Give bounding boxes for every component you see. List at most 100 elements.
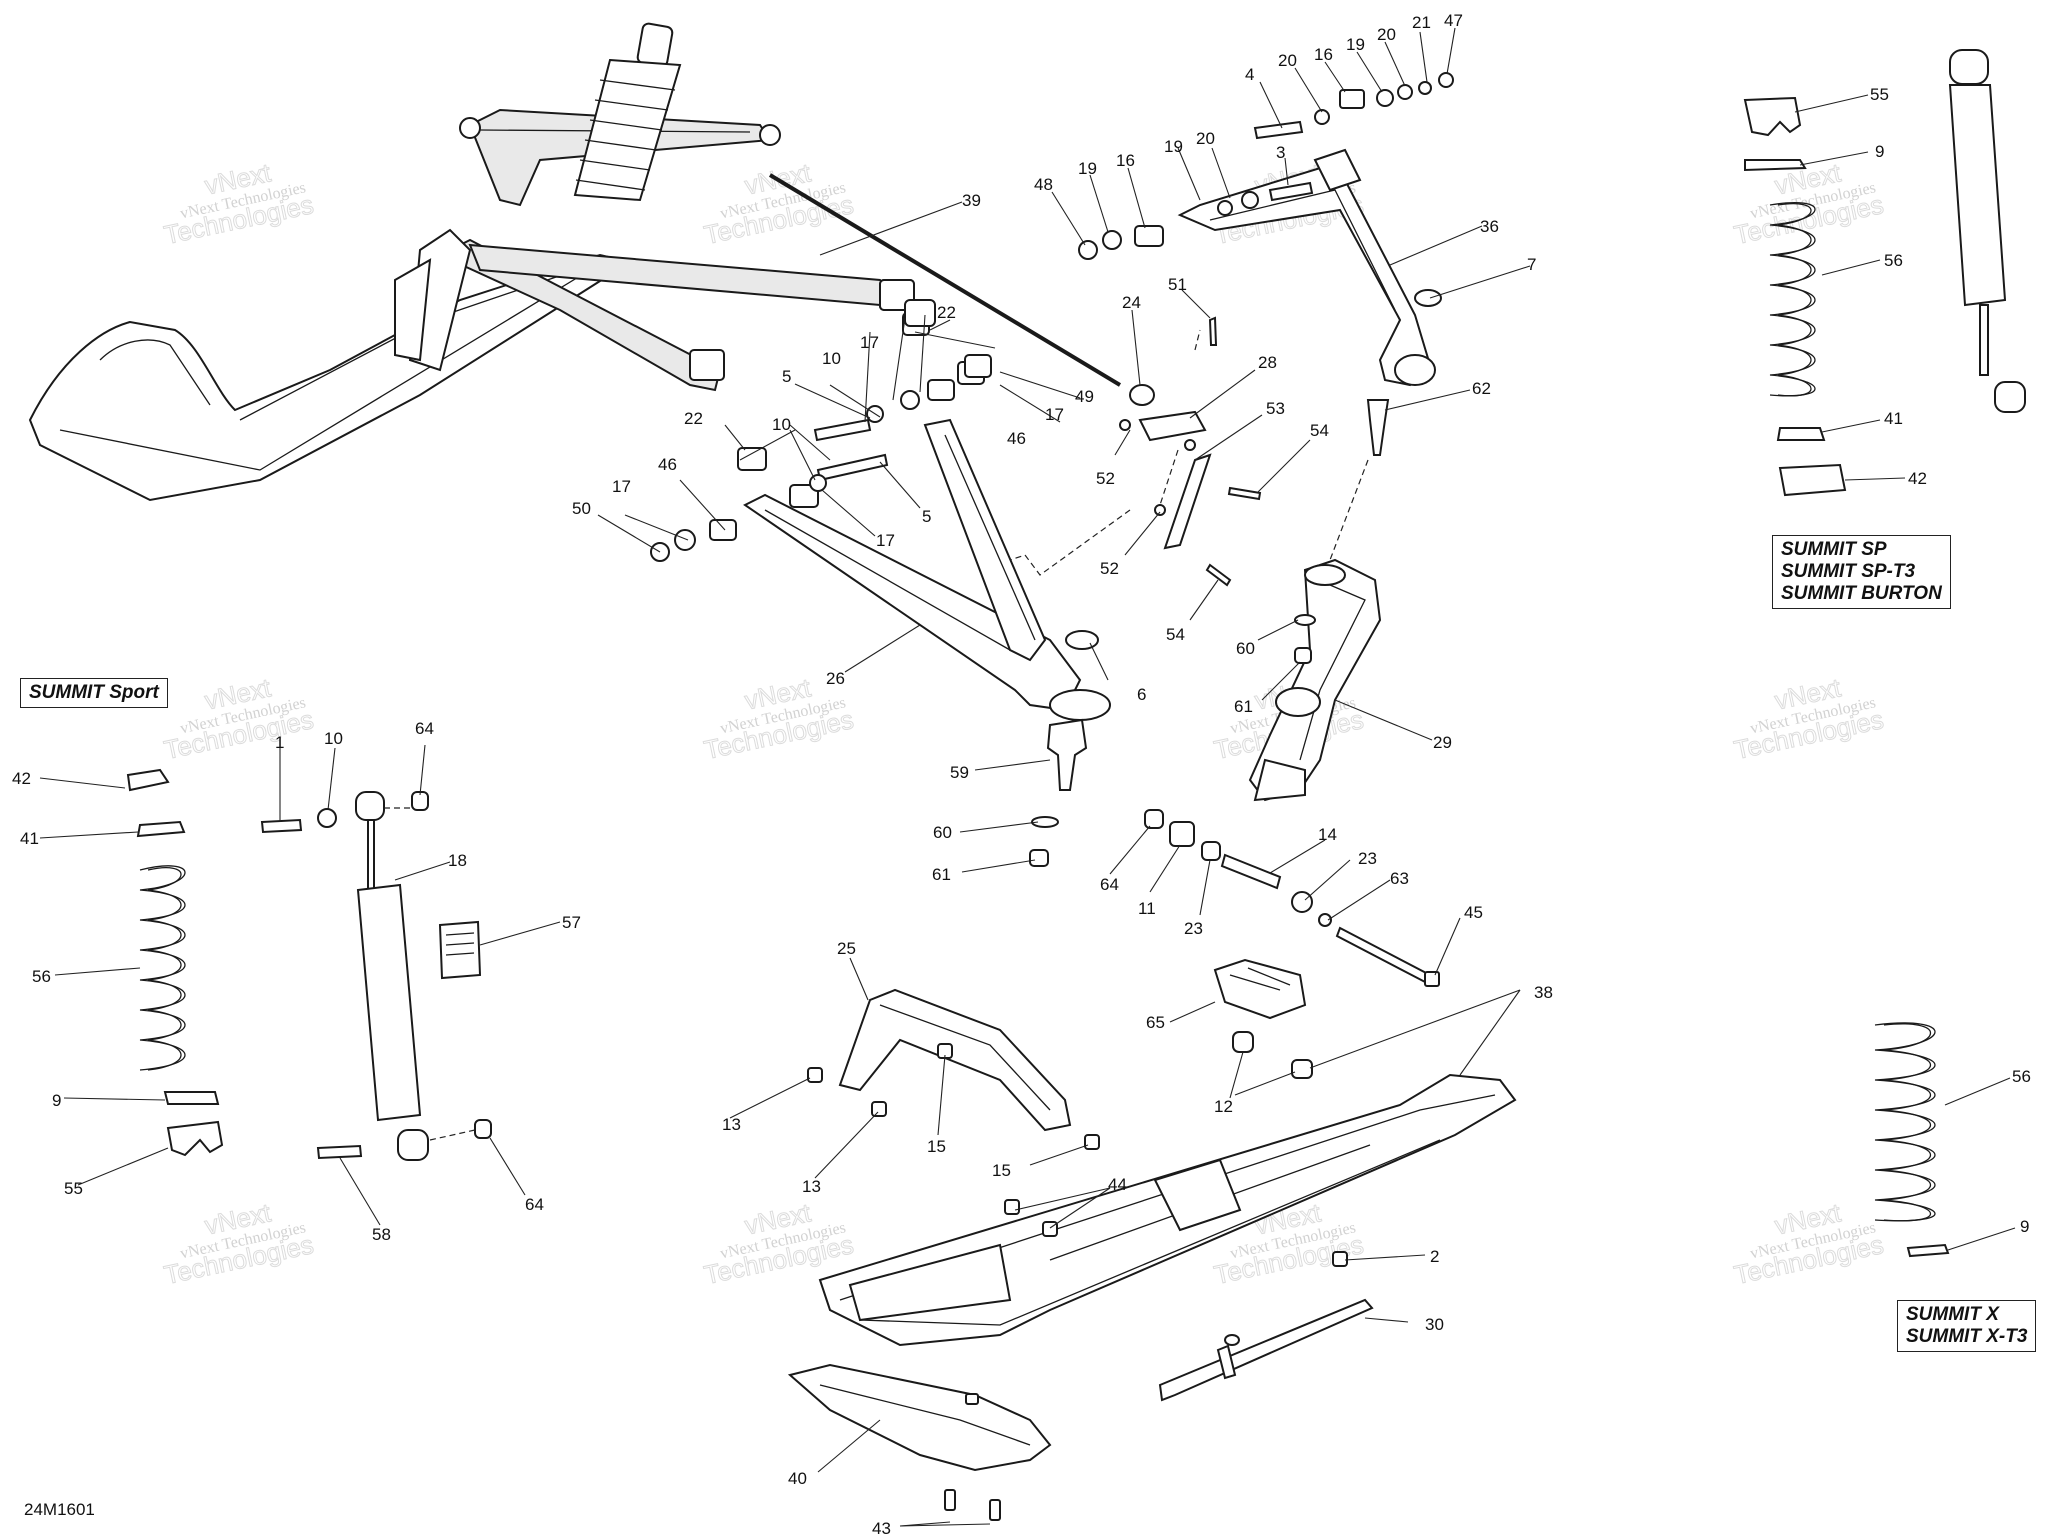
callout-59: 59	[950, 763, 969, 782]
watermark: vNext vNext Technologies Technologies	[701, 1197, 857, 1291]
lower-a-arm	[650, 299, 1111, 867]
callout-54: 54	[1310, 421, 1329, 440]
callout-10: 10	[772, 415, 791, 434]
callout-61: 61	[1234, 697, 1253, 716]
callout-36: 36	[1480, 217, 1499, 236]
callout-labels: 4 20 16 19 20 21 47 3 20 19 16 19 48 36 …	[12, 11, 2031, 1536]
callout-54: 54	[1166, 625, 1185, 644]
callout-5: 5	[922, 507, 931, 526]
callout-65: 65	[1146, 1013, 1165, 1032]
model-name: SUMMIT SP	[1781, 539, 1887, 560]
callout-26: 26	[826, 669, 845, 688]
callout-13: 13	[802, 1177, 821, 1196]
diagram-code: 24M1601	[24, 1500, 95, 1519]
model-name: SUMMIT X	[1906, 1304, 1999, 1325]
callout-12: 12	[1214, 1097, 1233, 1116]
callout-24: 24	[1122, 293, 1141, 312]
callout-60: 60	[933, 823, 952, 842]
callout-44: 44	[1108, 1175, 1127, 1194]
callout-9: 9	[1875, 142, 1884, 161]
callout-23: 23	[1358, 849, 1377, 868]
callout-15: 15	[927, 1137, 946, 1156]
callout-46: 46	[1007, 429, 1026, 448]
callout-47: 47	[1444, 11, 1463, 30]
callout-9: 9	[2020, 1217, 2029, 1236]
callout-3: 3	[1276, 143, 1285, 162]
model-name: SUMMIT SP-T3	[1781, 561, 1916, 582]
callout-18: 18	[448, 851, 467, 870]
callout-22: 22	[684, 409, 703, 428]
callout-16: 16	[1314, 45, 1333, 64]
callout-13: 13	[722, 1115, 741, 1134]
callout-4: 4	[1245, 65, 1254, 84]
assembled-front-suspension	[28, 22, 915, 502]
callout-48: 48	[1034, 175, 1053, 194]
watermark: vNext vNext Technologies Technologies	[1731, 672, 1887, 766]
callout-64: 64	[415, 719, 434, 738]
callout-63: 63	[1390, 869, 1409, 888]
callout-20: 20	[1196, 129, 1215, 148]
callout-57: 57	[562, 913, 581, 932]
callout-23: 23	[1184, 919, 1203, 938]
sp-shock-group	[1743, 49, 2026, 497]
spindle	[1248, 558, 1382, 802]
callout-45: 45	[1464, 903, 1483, 922]
callout-41: 41	[20, 829, 39, 848]
callout-30: 30	[1425, 1315, 1444, 1334]
model-name: SUMMIT X-T3	[1906, 1326, 2028, 1347]
callout-60: 60	[1236, 639, 1255, 658]
callout-56: 56	[1884, 251, 1903, 270]
callout-10: 10	[822, 349, 841, 368]
callout-20: 20	[1377, 25, 1396, 44]
callout-42: 42	[1908, 469, 1927, 488]
callout-40: 40	[788, 1469, 807, 1488]
center-parts	[1009, 316, 1369, 587]
callout-51: 51	[1168, 275, 1187, 294]
watermark: vNext vNext Technologies Technologies	[161, 672, 317, 766]
callout-17: 17	[876, 531, 895, 550]
callout-9: 9	[52, 1091, 61, 1110]
callout-14: 14	[1318, 825, 1337, 844]
callout-17: 17	[612, 477, 631, 496]
callout-2: 2	[1430, 1247, 1439, 1266]
callout-50: 50	[572, 499, 591, 518]
leader-lines	[39, 27, 2016, 1527]
watermark: vNext vNext Technologies Technologies	[161, 1197, 317, 1291]
callout-58: 58	[372, 1225, 391, 1244]
callout-61: 61	[932, 865, 951, 884]
callout-29: 29	[1433, 733, 1452, 752]
callout-21: 21	[1412, 13, 1431, 32]
callout-20: 20	[1278, 51, 1297, 70]
callout-52: 52	[1100, 559, 1119, 578]
callout-52: 52	[1096, 469, 1115, 488]
callout-1: 1	[275, 733, 284, 752]
callout-19: 19	[1346, 35, 1365, 54]
callout-6: 6	[1137, 685, 1146, 704]
callout-64: 64	[1100, 875, 1119, 894]
callout-19: 19	[1164, 137, 1183, 156]
callout-49: 49	[1075, 387, 1094, 406]
x-spring-group	[1874, 1022, 1950, 1258]
callout-55: 55	[64, 1179, 83, 1198]
callout-42: 42	[12, 769, 31, 788]
callout-25: 25	[837, 939, 856, 958]
model-box-sport: SUMMIT Sport	[20, 678, 168, 708]
callout-17: 17	[1045, 405, 1064, 424]
callout-56: 56	[2012, 1067, 2031, 1086]
callout-41: 41	[1884, 409, 1903, 428]
callout-64: 64	[525, 1195, 544, 1214]
callout-46: 46	[658, 455, 677, 474]
watermark: vNext vNext Technologies Technologies	[701, 157, 857, 251]
callout-53: 53	[1266, 399, 1285, 418]
ski-mounting-hardware	[1144, 809, 1440, 1079]
callout-39: 39	[962, 191, 981, 210]
callout-7: 7	[1527, 255, 1536, 274]
callout-17: 17	[860, 333, 879, 352]
callout-22: 22	[937, 303, 956, 322]
callout-55: 55	[1870, 85, 1889, 104]
watermark: vNext vNext Technologies Technologies	[161, 157, 317, 251]
callout-15: 15	[992, 1161, 1011, 1180]
callout-43: 43	[872, 1519, 891, 1536]
sport-shock-group	[126, 768, 492, 1161]
